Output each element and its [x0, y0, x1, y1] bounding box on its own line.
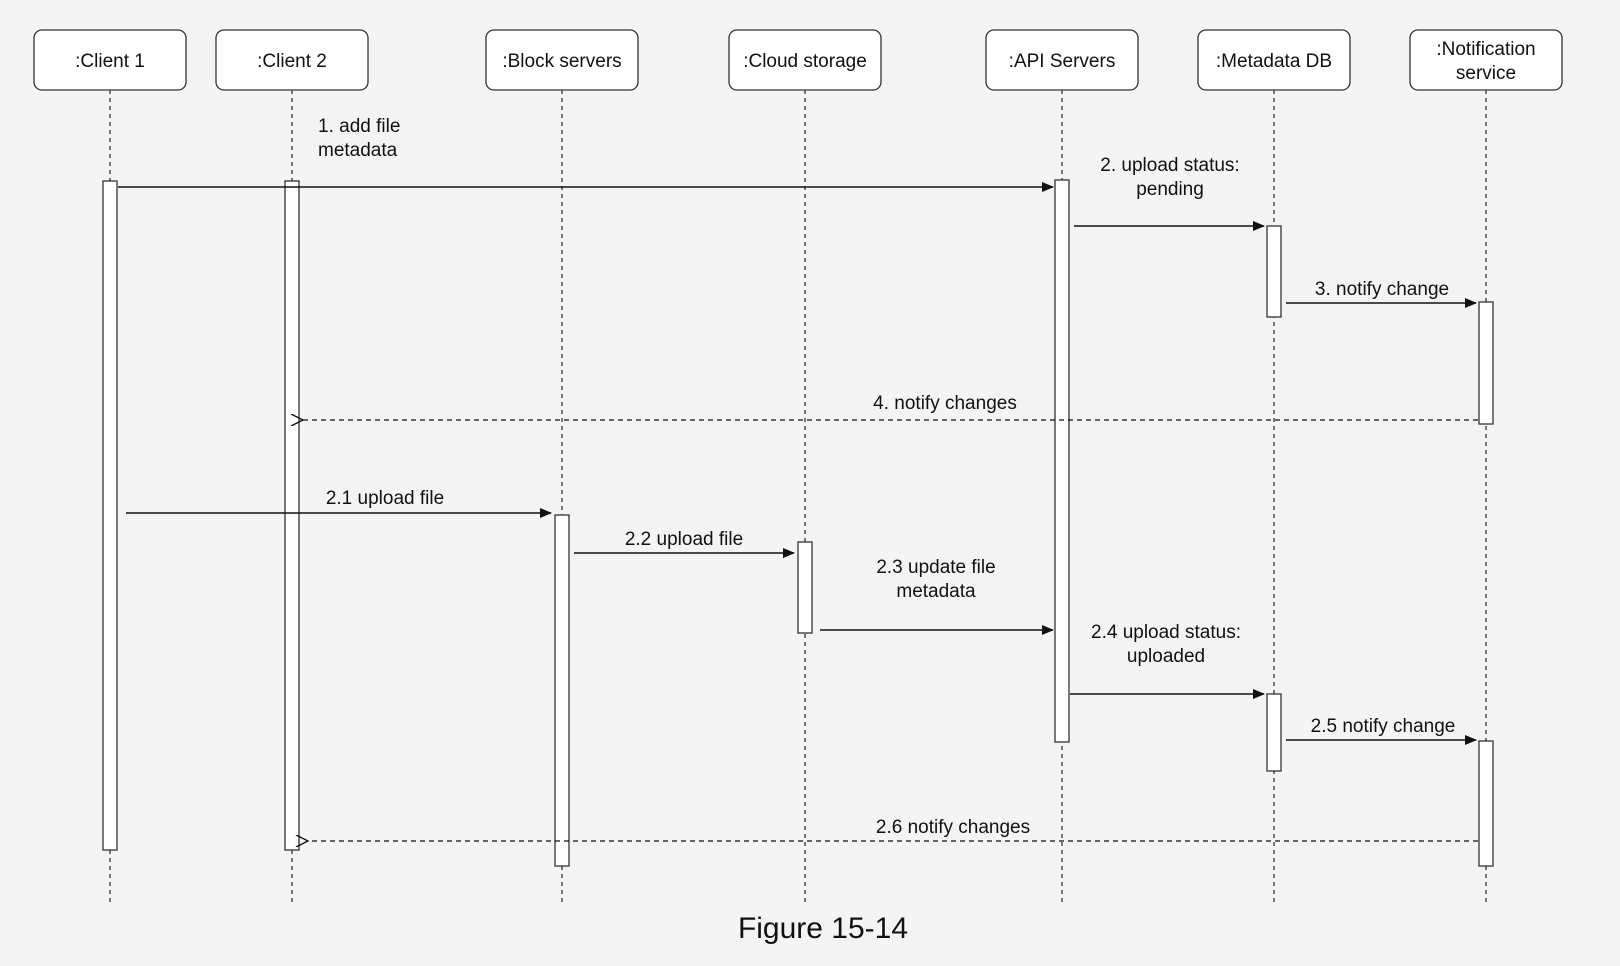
message-m4: 4. notify changes [303, 393, 1478, 420]
activation-bar-notify [1478, 740, 1494, 867]
message-label: 4. notify changes [873, 393, 1017, 414]
participant-notify: :Notification service [1409, 29, 1563, 91]
participant-label: :Metadata DB [1216, 51, 1332, 72]
message-m22: 2.2 upload file [574, 529, 795, 558]
activation-bar-client2 [284, 180, 300, 851]
participant-box [33, 29, 187, 91]
activation-bars [102, 179, 1494, 867]
participant-label: :API Servers [1009, 51, 1116, 72]
participant-box [215, 29, 369, 91]
activation-bar-client1 [102, 180, 118, 851]
participants: :Client 1 :Client 2 :Block servers :Cloud s… [33, 29, 1563, 91]
participant-box [985, 29, 1139, 91]
message-m21: 2.1 upload file [126, 488, 552, 518]
message-label: 3. notify change [1315, 279, 1449, 300]
message-m26: 2.6 notify changes [308, 817, 1478, 841]
message-label: metadata [896, 581, 976, 602]
message-label: 2.5 notify change [1311, 716, 1456, 737]
message-label: pending [1136, 179, 1204, 200]
message-label: 2. upload status: [1100, 155, 1239, 176]
message-m2: 2. upload status: pending [1074, 155, 1265, 231]
message-m24: 2.4 upload status: uploaded [1070, 622, 1265, 699]
message-label: metadata [318, 140, 398, 161]
participant-block: :Block servers [485, 29, 639, 91]
participant-metadb: :Metadata DB [1197, 29, 1351, 91]
message-label: 2.1 upload file [326, 488, 444, 509]
message-m25: 2.5 notify change [1286, 716, 1477, 745]
participant-cloud: :Cloud storage [728, 29, 882, 91]
participant-label: service [1456, 63, 1516, 84]
activation-bar-block [554, 514, 570, 867]
participant-client2: :Client 2 [215, 29, 369, 91]
messages: 1. add file metadata 2. upload status: pend… [118, 116, 1478, 841]
participant-box [485, 29, 639, 91]
message-label: 2.6 notify changes [876, 817, 1030, 838]
message-m23: 2.3 update file metadata [820, 557, 1054, 635]
lifelines [109, 90, 1487, 903]
message-label: uploaded [1127, 646, 1205, 667]
participant-box [728, 29, 882, 91]
participant-api: :API Servers [985, 29, 1139, 91]
message-m3: 3. notify change [1286, 279, 1477, 308]
activation-bar-cloud [797, 541, 813, 634]
participant-label: :Notification [1436, 39, 1535, 60]
figure-caption: Figure 15-14 [738, 912, 908, 945]
message-label: 2.2 upload file [625, 529, 743, 550]
activation-bar-notify [1478, 301, 1494, 425]
activation-bar-metadb [1266, 693, 1282, 772]
participant-client1: :Client 1 [33, 29, 187, 91]
message-label: 1. add file [318, 116, 400, 137]
message-label: 2.4 upload status: [1091, 622, 1241, 643]
participant-box [1409, 29, 1563, 91]
message-label: 2.3 update file [876, 557, 995, 578]
activation-bar-api [1054, 179, 1070, 743]
activation-bar-metadb [1266, 225, 1282, 318]
participant-label: :Client 1 [75, 51, 145, 72]
participant-label: :Block servers [502, 51, 621, 72]
participant-box [1197, 29, 1351, 91]
participant-label: :Client 2 [257, 51, 327, 72]
message-m1: 1. add file metadata [118, 116, 1054, 192]
participant-label: :Cloud storage [743, 51, 867, 72]
